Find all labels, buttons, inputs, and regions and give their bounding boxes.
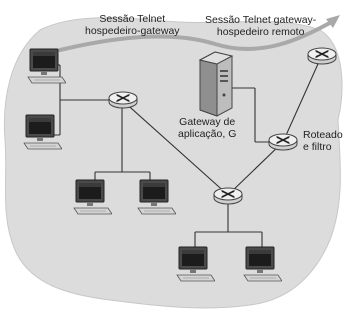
telnet-arrow-head — [326, 15, 340, 28]
remote-router-icon — [307, 47, 337, 65]
application-gateway-server-icon — [198, 51, 234, 117]
telnet-gateway-remote-label: Sessão Telnet gateway- hospedeiro remoto — [205, 14, 317, 38]
telnet-host-gateway-label: Sessão Telnet hospedeiro-gateway — [85, 13, 180, 37]
router-icon — [213, 187, 243, 205]
router-filter-label: Roteado e filtro — [303, 129, 343, 153]
telnet-session-arrow — [58, 18, 337, 52]
filter-router-icon — [268, 133, 298, 151]
network-cloud — [3, 17, 343, 309]
application-gateway-label: Gateway de aplicação, G — [178, 116, 237, 140]
router-icon — [108, 91, 138, 109]
